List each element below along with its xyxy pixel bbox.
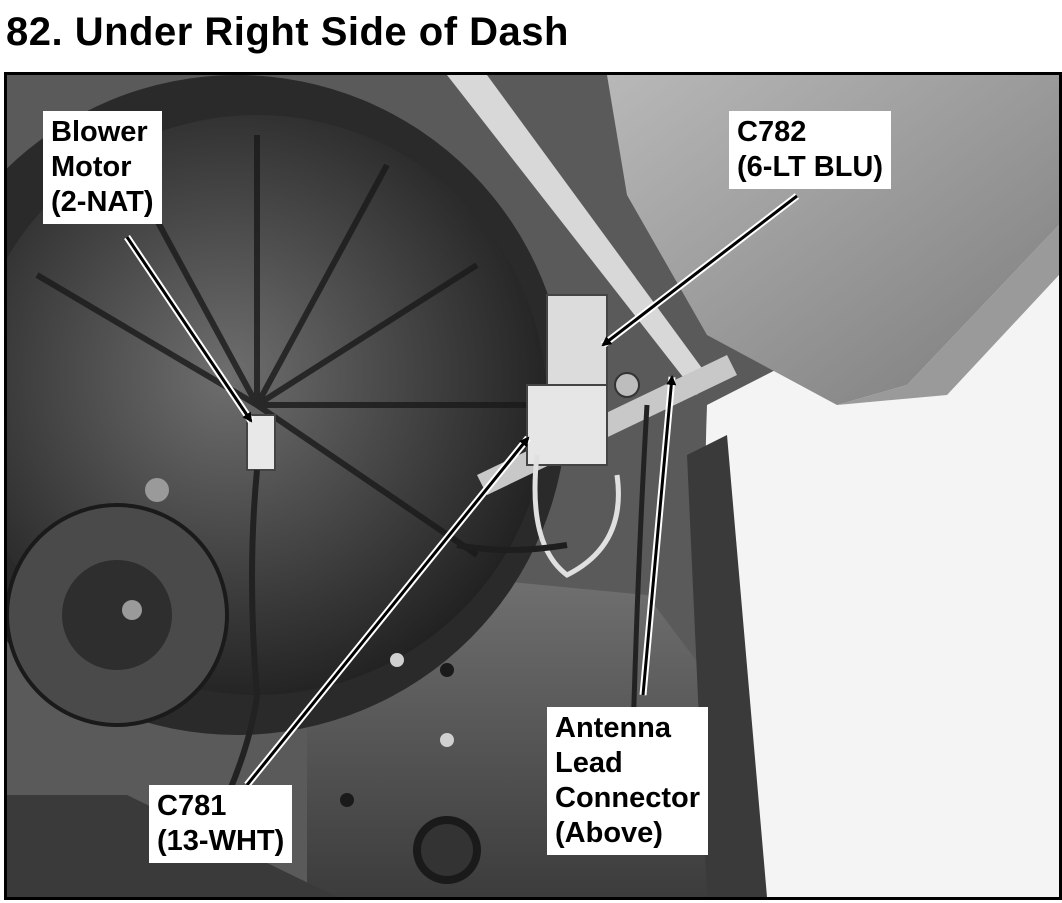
callout-antenna: Antenna Lead Connector (Above) bbox=[547, 707, 708, 855]
page-title: 82. Under Right Side of Dash bbox=[6, 10, 569, 54]
photo-frame: Blower Motor (2-NAT) C782 (6-LT BLU) C78… bbox=[4, 72, 1062, 900]
callout-c782: C782 (6-LT BLU) bbox=[729, 111, 892, 189]
callout-line: Connector bbox=[555, 782, 700, 814]
dash-photo bbox=[7, 75, 1059, 897]
callout-line: (Above) bbox=[555, 817, 663, 849]
callout-line: Lead bbox=[555, 747, 623, 779]
callout-c781: C781 (13-WHT) bbox=[149, 785, 293, 863]
callout-line: C781 bbox=[157, 790, 227, 822]
callout-blower-motor: Blower Motor (2-NAT) bbox=[43, 111, 162, 224]
callout-line: (2-NAT) bbox=[51, 186, 154, 218]
callout-line: Motor bbox=[51, 151, 132, 183]
callout-line: Blower bbox=[51, 116, 148, 148]
callout-line: C782 bbox=[737, 116, 807, 148]
callout-line: (13-WHT) bbox=[157, 825, 285, 857]
callout-line: Antenna bbox=[555, 712, 671, 744]
callout-line: (6-LT BLU) bbox=[737, 151, 884, 183]
